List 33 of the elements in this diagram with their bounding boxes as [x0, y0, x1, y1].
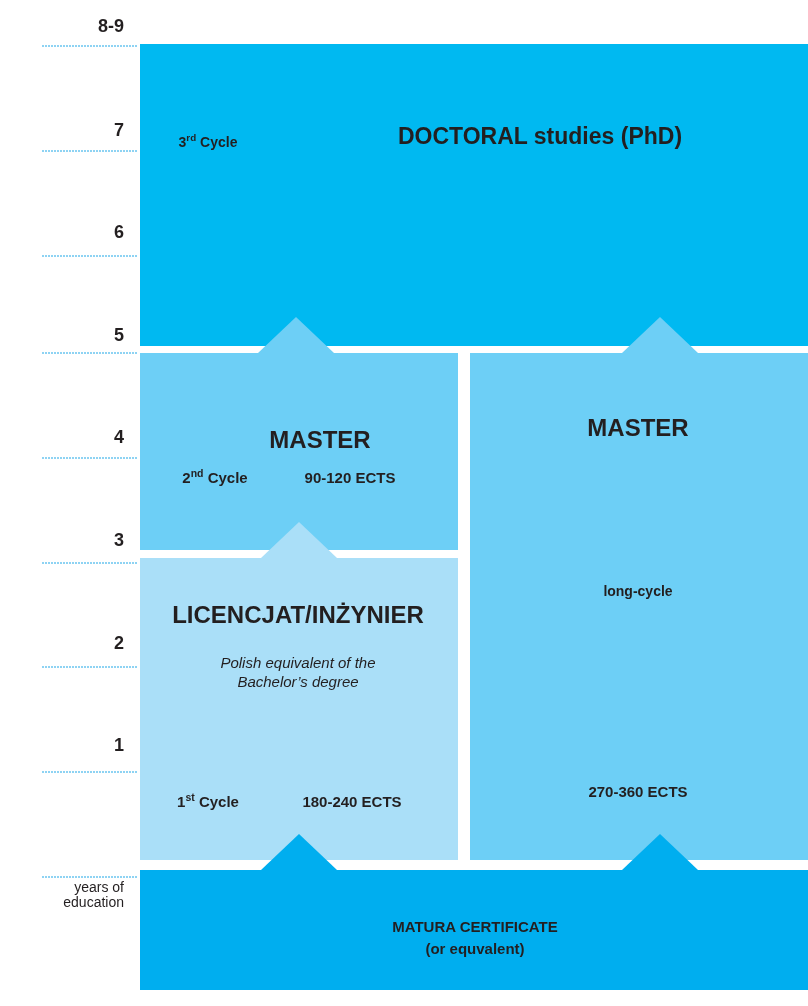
- level-box: [140, 353, 458, 550]
- cycle-label: 3$^{rd}$ Cycle: [178, 132, 238, 152]
- chevron-arrow: [258, 317, 334, 353]
- year-number: 3: [114, 530, 124, 551]
- note-text: long-cycle: [603, 583, 673, 601]
- box-title: LICENCJAT/INŻYNIER: [172, 600, 424, 630]
- year-number: 1: [114, 735, 124, 756]
- ects-label: 270-360 ECTS: [588, 783, 688, 802]
- note-text: (or equvalent): [425, 940, 525, 959]
- level-box: [140, 870, 808, 990]
- box-title: MASTER: [269, 425, 371, 455]
- axis-label: years of education: [62, 880, 124, 911]
- level-box: [140, 558, 458, 860]
- box-title: MASTER: [587, 413, 689, 443]
- year-number: 6: [114, 222, 124, 243]
- year-number: 5: [114, 325, 124, 346]
- year-number: 7: [114, 120, 124, 141]
- level-box: [140, 44, 808, 346]
- chevron-arrow: [622, 317, 698, 353]
- box-title: DOCTORAL studies (PhD): [397, 122, 683, 151]
- chevron-arrow: [622, 834, 698, 870]
- chevron-arrow: [261, 834, 337, 870]
- ects-label: 180-240 ECTS: [302, 793, 402, 812]
- cycle-label: 2$^{nd}$ Cycle: [182, 467, 248, 488]
- ects-label: 90-120 ECTS: [304, 469, 396, 488]
- cycle-label: 1$^{st}$ Cycle: [177, 791, 239, 812]
- note-text: Polish equivalent of the Bachelor’s degree: [219, 654, 377, 692]
- year-number: 4: [114, 427, 124, 448]
- level-box: [470, 353, 808, 860]
- year-number: 2: [114, 633, 124, 654]
- box-title: MATURA CERTIFICATE: [392, 918, 558, 937]
- year-number: 8-9: [98, 16, 124, 37]
- chevron-arrow: [261, 522, 337, 558]
